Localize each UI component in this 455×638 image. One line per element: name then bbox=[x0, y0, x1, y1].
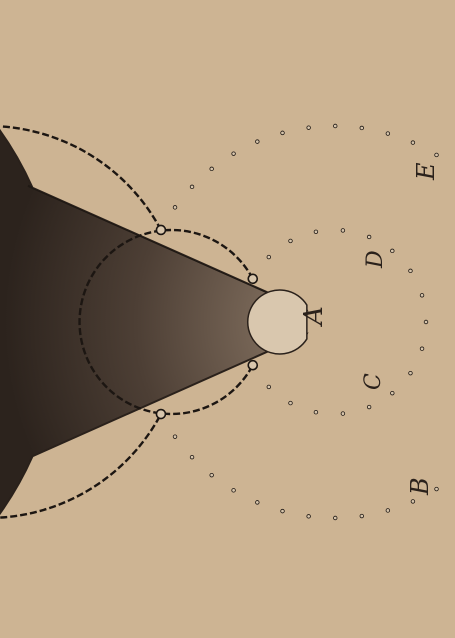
point-label-b: B bbox=[406, 477, 434, 496]
point-label-a: A bbox=[299, 306, 329, 327]
point-label-c: C bbox=[361, 373, 386, 390]
point-label-e: E bbox=[412, 162, 440, 181]
fan-hub bbox=[248, 290, 307, 354]
point-label-d: D bbox=[363, 250, 388, 269]
